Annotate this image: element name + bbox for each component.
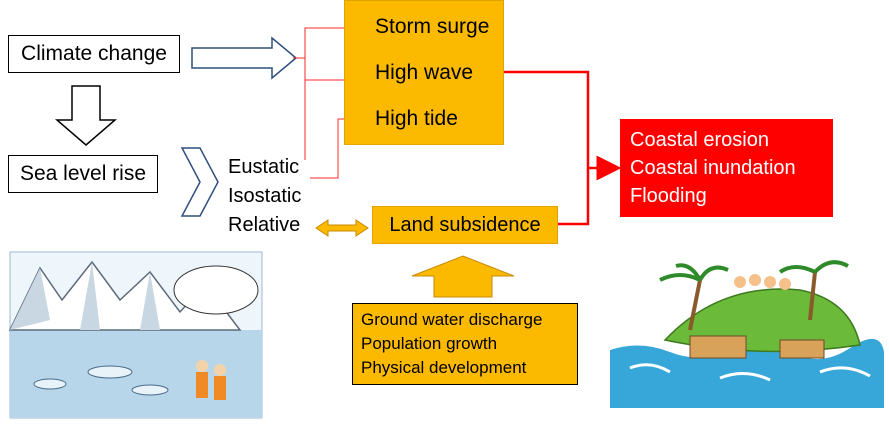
driver-ground-water: Ground water discharge (361, 310, 543, 329)
connector-hazards-impacts (504, 70, 622, 181)
chevron-icon (180, 147, 219, 217)
up-arrow (411, 255, 515, 298)
drivers-box: Ground water discharge Population growth… (352, 303, 578, 385)
hazard-high-wave: High wave (375, 60, 474, 84)
hollow-arrow-right (191, 36, 298, 80)
type-eustatic: Eustatic (228, 156, 300, 178)
type-relative: Relative (228, 214, 301, 236)
connector-subsidence-impacts (558, 168, 590, 226)
type-isostatic: Isostatic (228, 185, 302, 207)
climate-change-label: Climate change (21, 42, 167, 65)
hollow-arrow-down (54, 85, 118, 146)
impact-flooding: Flooding (630, 185, 707, 207)
sea-level-rise-label: Sea level rise (19, 162, 147, 185)
land-subsidence-label: Land subsidence (389, 213, 541, 236)
island-flood-cartoon-illustration (610, 260, 884, 408)
sea-level-types-list: Eustatic Isostatic Relative (228, 153, 301, 240)
hazards-box: Storm surge High wave High tide (344, 0, 504, 145)
land-subsidence-box: Land subsidence (372, 206, 558, 244)
climate-change-box: Climate change (8, 35, 180, 73)
hazard-storm-surge: Storm surge (375, 14, 490, 38)
driver-population: Population growth (361, 334, 498, 353)
connector-high-wave (293, 57, 370, 84)
impacts-box: Coastal erosion Coastal inundation Flood… (620, 119, 833, 217)
hazard-high-tide: High tide (375, 106, 458, 130)
double-arrow (315, 219, 369, 237)
sea-level-rise-box: Sea level rise (8, 155, 158, 193)
impact-coastal-erosion: Coastal erosion (630, 129, 769, 151)
impact-coastal-inundation: Coastal inundation (630, 157, 796, 179)
glacier-cartoon-illustration (8, 251, 263, 419)
driver-physical-development: Physical development (361, 358, 527, 377)
